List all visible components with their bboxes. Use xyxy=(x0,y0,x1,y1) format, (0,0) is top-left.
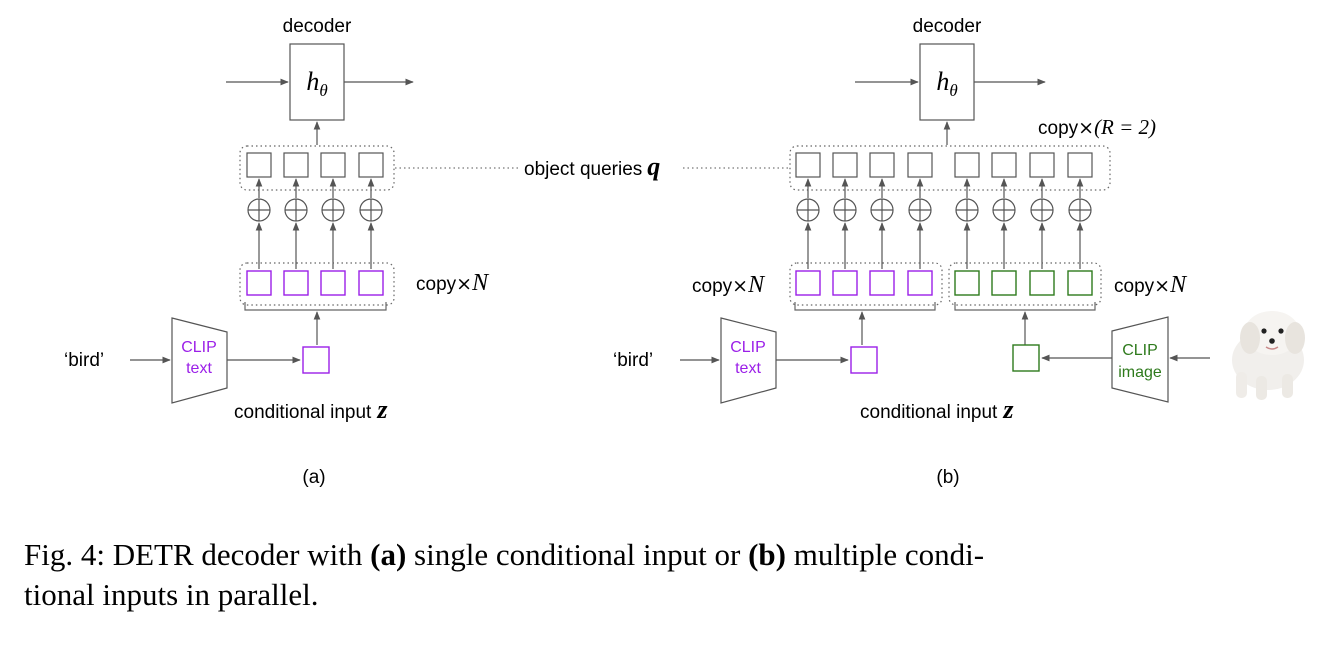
panel-label-a: (a) xyxy=(302,467,325,488)
copy-r-label: copy×(R = 2) xyxy=(1038,115,1156,139)
caption-line-1: Fig. 4: DETR decoder with (a) single con… xyxy=(24,535,1314,575)
plus-circle-icon xyxy=(833,198,857,222)
object-queries-group-a xyxy=(239,145,395,191)
object-queries-group-b xyxy=(789,145,1111,191)
conditional-copy-box xyxy=(954,270,980,296)
copy-group-b-text xyxy=(789,262,943,306)
clip-text-label-b-1: CLIP xyxy=(730,339,766,356)
conditional-input-box-b-image xyxy=(1012,344,1040,372)
conditional-copy-box xyxy=(795,270,821,296)
object-query-box xyxy=(907,152,933,178)
plus-circle-icon xyxy=(796,198,820,222)
object-query-box xyxy=(795,152,821,178)
panel-label-b: (b) xyxy=(936,467,959,488)
input-word-b: ‘bird’ xyxy=(613,350,653,371)
conditional-copy-box xyxy=(246,270,272,296)
conditional-copy-box xyxy=(1067,270,1093,296)
object-query-boxes-a xyxy=(246,152,384,178)
conditional-copies-a xyxy=(246,270,384,296)
conditional-copy-box xyxy=(320,270,346,296)
conditional-copy-box xyxy=(907,270,933,296)
object-query-box xyxy=(832,152,858,178)
clip-text-label-a-2: text xyxy=(186,360,212,377)
conditional-copies-b xyxy=(795,270,1093,296)
copy-n-label-a: copy×N xyxy=(416,270,490,296)
plus-circle-icons-a xyxy=(247,178,383,269)
detr-decoder-diagram: decoder hθ copy×N ‘bird’ CLIP text condi… xyxy=(64,16,1305,488)
object-query-box xyxy=(991,152,1017,178)
plus-circle-icon xyxy=(908,198,932,222)
copy-n-label-b-left: copy×N xyxy=(692,272,766,298)
plus-circle-icon xyxy=(359,198,383,222)
plus-circle-icons-b xyxy=(796,178,1092,269)
brace-b-left xyxy=(794,302,936,311)
conditional-input-box-a xyxy=(302,346,330,374)
object-query-box xyxy=(358,152,384,178)
plus-circle-icon xyxy=(1068,198,1092,222)
plus-circle-icon xyxy=(284,198,308,222)
conditional-copy-box xyxy=(283,270,309,296)
clip-text-label-a-1: CLIP xyxy=(181,339,217,356)
panel-a: decoder hθ copy×N ‘bird’ CLIP text condi… xyxy=(64,16,490,488)
clip-image-label-b-2: image xyxy=(1118,364,1162,381)
conditional-copy-box xyxy=(991,270,1017,296)
object-query-box xyxy=(954,152,980,178)
plus-circle-icon xyxy=(1030,198,1054,222)
plus-circle-icon xyxy=(955,198,979,222)
object-query-box xyxy=(283,152,309,178)
conditional-input-box-b-text xyxy=(850,346,878,374)
plus-circle-icon xyxy=(321,198,345,222)
dog-photo xyxy=(1232,311,1305,400)
plus-circle-icon xyxy=(870,198,894,222)
clip-text-label-b-2: text xyxy=(735,360,761,377)
input-word-a: ‘bird’ xyxy=(64,350,104,371)
clip-text-encoder-a xyxy=(171,317,228,404)
caption-middle: single conditional input or xyxy=(406,537,749,572)
caption-prefix: Fig. 4: DETR decoder with xyxy=(24,537,371,572)
object-query-box xyxy=(1029,152,1055,178)
brace-a xyxy=(244,302,387,311)
caption-suffix: multiple condi- xyxy=(786,537,985,572)
caption-a-tag: (a) xyxy=(370,537,407,572)
decoder-label-a: decoder xyxy=(283,16,352,37)
decoder-symbol-b: hθ xyxy=(936,67,957,100)
decoder-box-a xyxy=(289,43,345,121)
object-query-box xyxy=(869,152,895,178)
object-query-box xyxy=(320,152,346,178)
object-query-boxes-b xyxy=(795,152,1093,178)
decoder-label-b: decoder xyxy=(913,16,982,37)
caption-b-tag: (b) xyxy=(748,537,786,572)
conditional-copy-box xyxy=(1029,270,1055,296)
figure-caption: Fig. 4: DETR decoder with (a) single con… xyxy=(24,535,1314,615)
panel-b: decoder hθ copy×(R = 2) copy×N copy×N ‘b… xyxy=(613,16,1305,488)
brace-b-right xyxy=(954,302,1096,311)
copy-group-b-image xyxy=(948,262,1102,306)
clip-text-encoder-b xyxy=(720,317,777,404)
object-query-box xyxy=(246,152,272,178)
decoder-symbol-a: hθ xyxy=(306,67,327,100)
caption-line-2: tional inputs in parallel. xyxy=(24,577,319,612)
conditional-copy-box xyxy=(832,270,858,296)
clip-image-label-b-1: CLIP xyxy=(1122,342,1158,359)
plus-circle-icon xyxy=(247,198,271,222)
conditional-copy-box xyxy=(869,270,895,296)
object-query-box xyxy=(1067,152,1093,178)
copy-n-label-b-right: copy×N xyxy=(1114,272,1188,298)
conditional-copy-box xyxy=(358,270,384,296)
clip-image-encoder-b xyxy=(1111,316,1169,403)
plus-circle-icon xyxy=(992,198,1016,222)
